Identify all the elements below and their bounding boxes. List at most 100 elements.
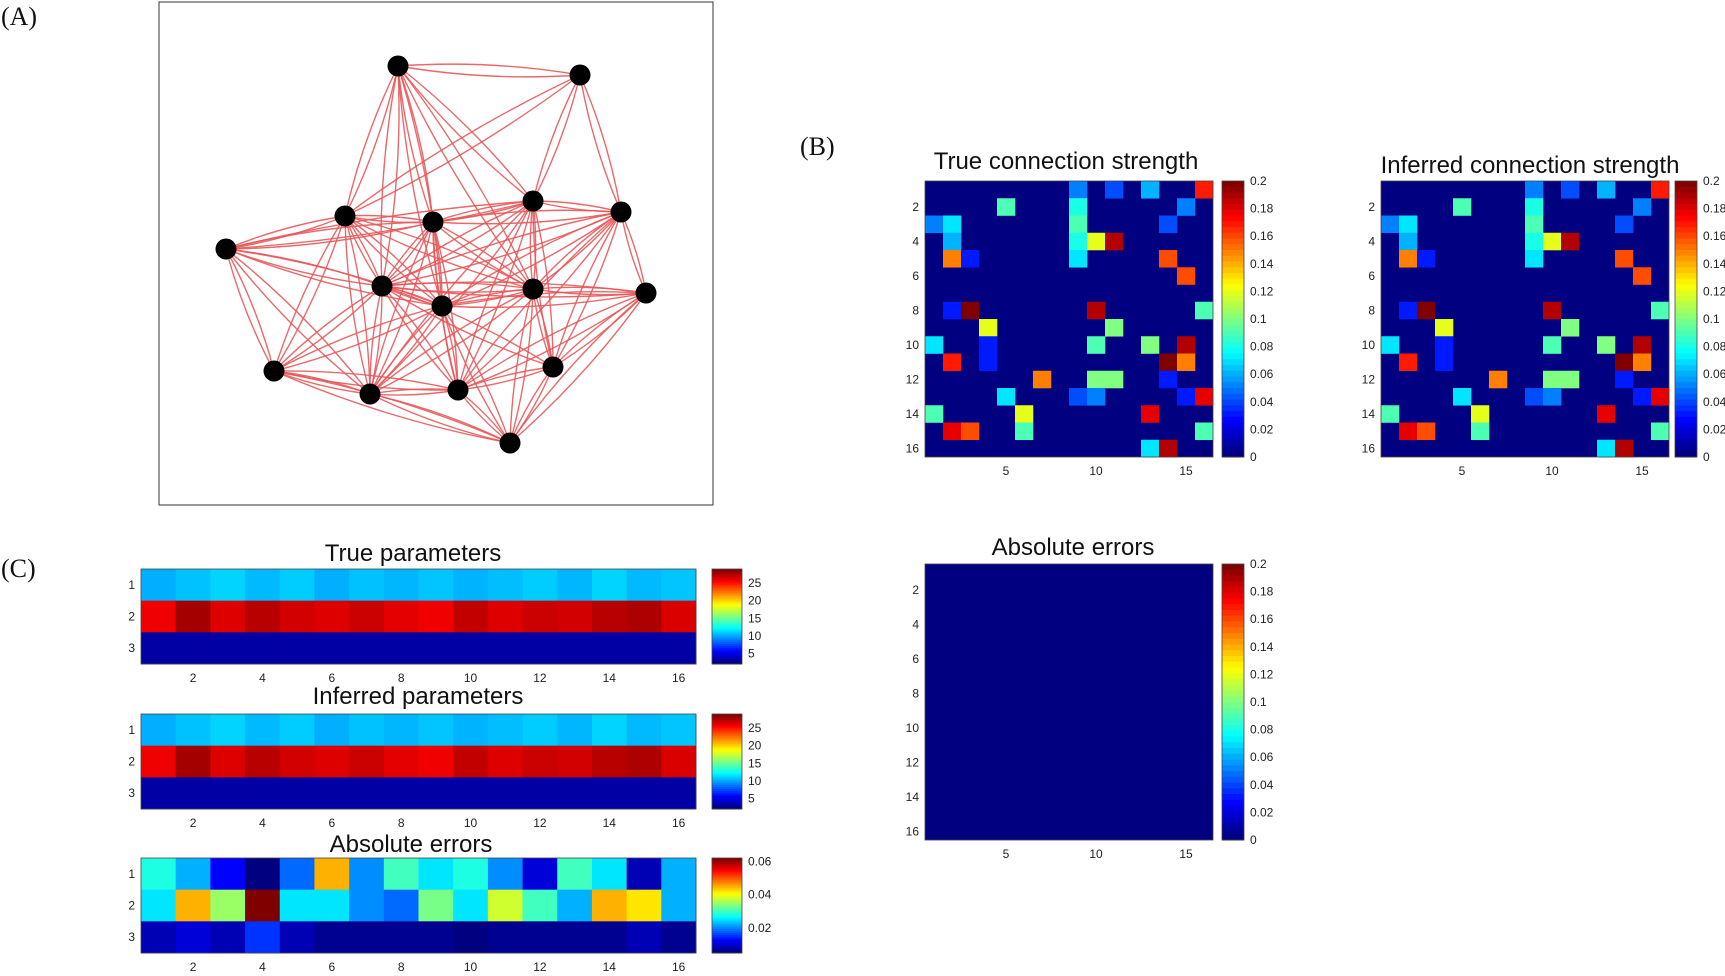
colorbar-tick-label: 0 [1703, 450, 1710, 464]
heatmap-cell [383, 714, 419, 747]
heatmap-cell [1195, 422, 1214, 441]
heatmap-cell [453, 600, 489, 633]
colorbar-segment [712, 717, 742, 721]
title-absolute-errors-connection: Absolute errors [991, 534, 1155, 561]
colorbar-segment [1222, 278, 1244, 285]
network-edge [441, 292, 647, 309]
colorbar-segment [1222, 198, 1244, 205]
heatmap-cell [141, 921, 177, 954]
colorbar-segment [712, 905, 742, 908]
colorbar-segment [1222, 221, 1244, 228]
x-tick-label: 2 [190, 960, 197, 974]
colorbar-segment [712, 913, 742, 916]
network-edge [397, 65, 434, 223]
network-node [431, 295, 453, 317]
y-tick-label: 10 [1362, 338, 1376, 352]
heatmap-cell [1177, 267, 1196, 285]
network-edge [441, 290, 647, 307]
heatmap-cell [245, 714, 281, 747]
network-edge [369, 393, 511, 444]
colorbar-tick-label: 0 [1250, 833, 1257, 847]
heatmap-cell [591, 600, 628, 633]
colorbar-frame [1674, 180, 1698, 458]
colorbar-segment [712, 745, 742, 749]
heatmap-cell [418, 600, 454, 633]
colorbar-segment [712, 781, 742, 784]
y-tick-label: 3 [128, 930, 135, 944]
network-edge [397, 65, 534, 290]
colorbar-segment [1222, 615, 1244, 622]
colorbar-segment [1675, 267, 1697, 274]
heatmap-cell [979, 336, 998, 354]
heatmap-cell [279, 569, 315, 602]
network-edge [552, 292, 647, 368]
network-edge [457, 292, 647, 391]
network-edge [509, 288, 534, 444]
colorbar-segment [1222, 192, 1244, 199]
heatmap-cell [1597, 439, 1616, 458]
y-tick-label: 10 [906, 338, 920, 352]
colorbar-segment [1222, 690, 1244, 697]
heatmap-cell [557, 889, 593, 922]
colorbar-segment [1222, 416, 1244, 423]
colorbar-segment [1675, 290, 1697, 297]
title-inferred-parameters: Inferred parameters [312, 683, 524, 710]
heatmap-cell [1615, 370, 1634, 389]
heatmap-cell [141, 858, 177, 891]
colorbar-segment [712, 642, 742, 645]
x-tick-label: 8 [398, 960, 405, 974]
heatmap-cell [522, 569, 558, 602]
network-edge [532, 286, 647, 294]
heatmap-cell [487, 714, 523, 747]
colorbar-segment [712, 937, 742, 940]
colorbar-segment [712, 895, 742, 899]
heatmap-cell [418, 714, 454, 747]
heatmap-cell [591, 889, 628, 922]
heatmap-cell [175, 889, 211, 922]
colorbar-segment [1222, 673, 1244, 680]
colorbar-segment [1222, 799, 1244, 806]
colorbar-tick-label: 0.16 [1703, 229, 1725, 243]
colorbar-segment [712, 616, 742, 619]
colorbar-segment [1222, 679, 1244, 686]
colorbar-segment [712, 858, 742, 861]
colorbar-segment [1675, 186, 1697, 193]
colorbar-segment [1675, 204, 1697, 211]
colorbar-tick-label: 15 [748, 756, 762, 770]
colorbar-segment [712, 644, 742, 647]
heatmap-cell [245, 921, 281, 954]
x-tick-label: 15 [1179, 847, 1193, 861]
x-tick-label: 10 [464, 671, 478, 685]
y-tick-label: 4 [1368, 234, 1375, 248]
network-edge [532, 74, 581, 202]
colorbar-segment [712, 769, 742, 772]
colorbar-segment [712, 640, 742, 643]
colorbar-tick-label: 0.06 [1250, 367, 1274, 381]
colorbar-frame [711, 857, 743, 954]
heatmap-cell [943, 301, 962, 320]
heatmap-cell [141, 600, 177, 633]
colorbar-segment [1222, 765, 1244, 772]
heatmap-cell [522, 714, 558, 747]
heatmap-cell [1561, 181, 1580, 199]
heatmap-cell [245, 777, 281, 810]
heatmap-cell [175, 921, 211, 954]
colorbar-tick-label: 0.1 [1250, 695, 1267, 709]
x-tick-label: 8 [398, 671, 405, 685]
colorbar-segment [1222, 581, 1244, 588]
colorbar-segment [1222, 730, 1244, 737]
x-tick-label: 5 [1003, 464, 1010, 478]
colorbar-tick-label: 5 [748, 791, 755, 805]
colorbar-segment [712, 907, 742, 910]
colorbar-segment [1675, 416, 1697, 423]
colorbar-segment [1222, 204, 1244, 211]
x-tick-label: 14 [603, 671, 617, 685]
colorbar-segment [1675, 434, 1697, 441]
x-tick-label: 10 [464, 960, 478, 974]
heatmap-cell [210, 745, 246, 778]
heatmap-cell [1561, 319, 1580, 337]
heatmap-cell [279, 745, 315, 778]
colorbar-segment [712, 785, 742, 788]
